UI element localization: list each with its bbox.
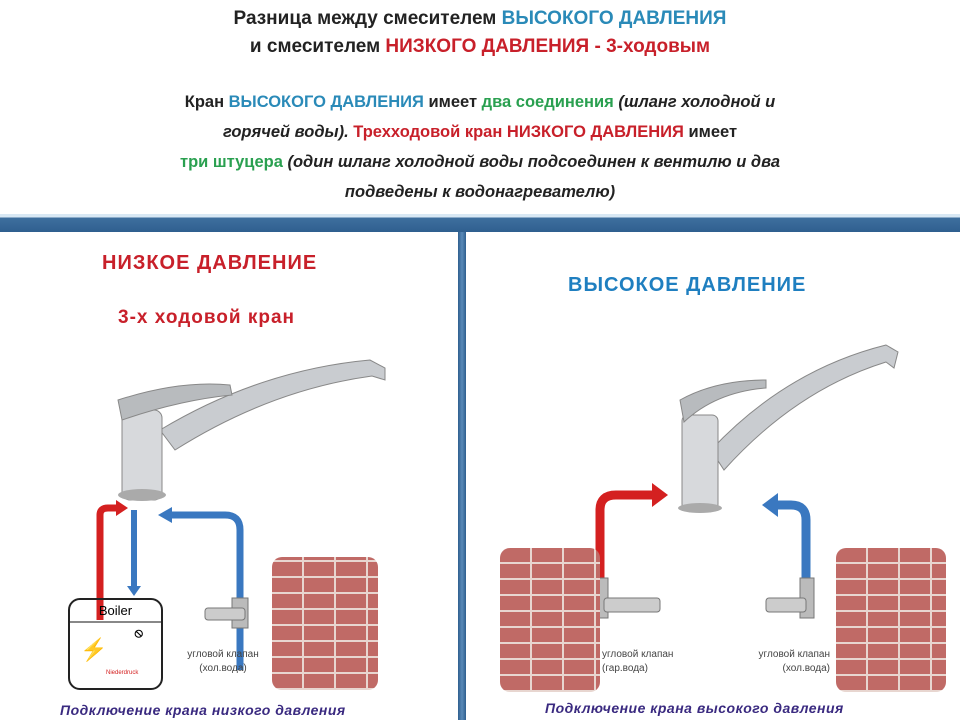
high-pressure-caption: Подключение крана высокого давления xyxy=(545,700,844,716)
t: два соединения xyxy=(481,93,614,111)
title-highlight-low: НИЗКОГО ДАВЛЕНИЯ - 3-ходовым xyxy=(385,36,711,57)
divider-vertical xyxy=(458,232,466,720)
t: угловой клапан xyxy=(187,649,259,660)
low-pressure-diagram xyxy=(96,359,386,670)
title-line-1: Разница между смесителем ВЫСОКОГО ДАВЛЕН… xyxy=(0,8,960,30)
low-pressure-title: НИЗКОЕ ДАВЛЕНИЕ xyxy=(102,252,318,274)
title-text: и смесителем xyxy=(249,36,386,57)
high-pressure-title: ВЫСОКОЕ ДАВЛЕНИЕ xyxy=(568,274,807,296)
t: (один шланг холодной воды подсоединен к … xyxy=(282,153,780,171)
t: имеет xyxy=(423,93,482,111)
t: (хол.вода) xyxy=(782,663,830,674)
angle-valve-hot-icon xyxy=(593,577,661,619)
desc-line-3: три штуцера (один шланг холодной воды по… xyxy=(0,153,960,172)
desc-line-4: подведены к водонагревателю) xyxy=(0,183,960,202)
t: имеет xyxy=(683,123,738,141)
t: угловой клапан xyxy=(758,649,830,660)
high-pressure-diagram xyxy=(593,344,899,619)
angle-valve-icon xyxy=(204,597,249,629)
valve-hot-label: угловой клапан (гар.вода) xyxy=(602,648,692,676)
boiler-label: Boiler xyxy=(70,600,161,623)
t: ВЫСОКОГО ДАВЛЕНИЯ xyxy=(228,93,424,111)
boiler-small-label: Niederdruck xyxy=(106,670,139,676)
cold-arrow-in xyxy=(170,511,244,670)
t: подведены к водонагревателю) xyxy=(344,183,616,201)
cold-arrow xyxy=(776,500,811,590)
faucet-3way xyxy=(117,359,386,501)
brick-wall-right xyxy=(836,548,946,692)
t: (хол.вода) xyxy=(199,663,247,674)
hot-arrow xyxy=(96,504,118,620)
t: НИЗКОГО ДАВЛЕНИЯ xyxy=(506,123,684,141)
t: (гар.вода) xyxy=(602,663,648,674)
valve-label: угловой клапан (хол.вода) xyxy=(178,648,268,676)
desc-line-1: Кран ВЫСОКОГО ДАВЛЕНИЯ имеет два соедине… xyxy=(0,93,960,112)
t: угловой клапан xyxy=(602,649,674,660)
angle-valve-cold-icon xyxy=(765,577,815,619)
boiler: Boiler ⦸ ⚡ Niederdruck xyxy=(68,598,163,690)
faucet-single xyxy=(678,344,899,513)
t: горячей воды). xyxy=(222,123,349,141)
brick-wall-left xyxy=(500,548,600,692)
valve-cold-label: угловой клапан (хол.вода) xyxy=(740,648,830,676)
title-highlight-high: ВЫСОКОГО ДАВЛЕНИЯ xyxy=(501,8,727,29)
t: (шланг холодной и xyxy=(613,93,776,111)
lightning-icon: ⚡ xyxy=(80,637,108,662)
desc-line-2: горячей воды). Трехходовой кран НИЗКОГО … xyxy=(0,123,960,142)
title-line-2: и смесителем НИЗКОГО ДАВЛЕНИЯ - 3-ходовы… xyxy=(0,36,960,58)
t: Трехходовой кран xyxy=(348,123,507,141)
prohibited-icon: ⦸ xyxy=(134,625,143,640)
title-text: Разница между смесителем xyxy=(233,8,502,29)
hot-arrow xyxy=(595,490,656,590)
low-pressure-caption: Подключение крана низкого давления xyxy=(60,702,346,718)
brick-wall xyxy=(272,557,378,690)
three-way-subtitle: 3-х ходовой кран xyxy=(118,307,296,328)
divider-bar xyxy=(0,214,960,232)
t: Кран xyxy=(184,93,229,111)
t: три штуцера xyxy=(180,153,283,171)
